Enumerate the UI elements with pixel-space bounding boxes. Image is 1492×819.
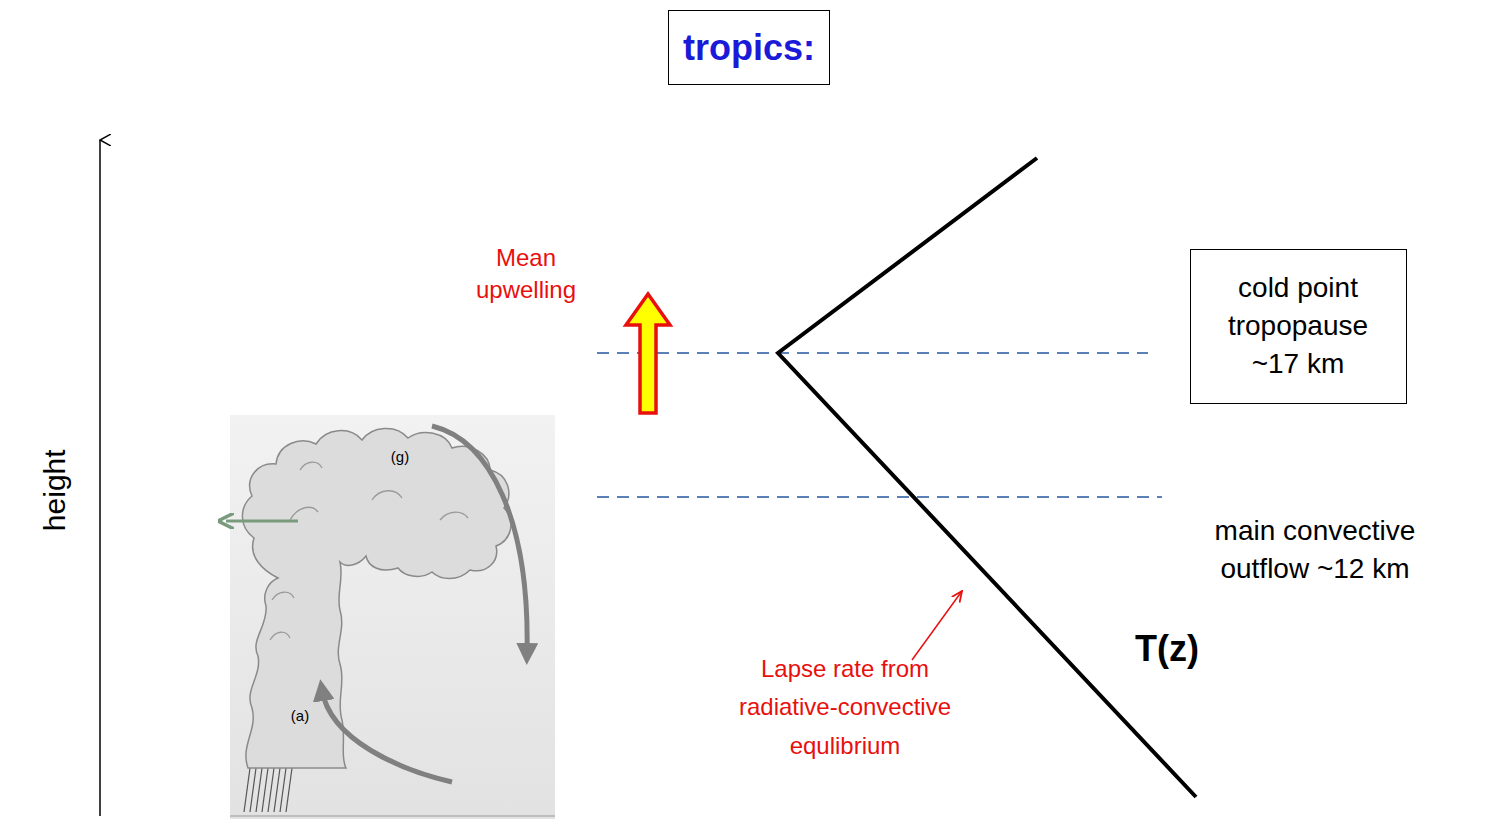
axis-label: height — [35, 420, 76, 560]
upwelling-arrow — [626, 294, 670, 413]
leader-line — [912, 591, 962, 660]
level-label: main convective outflow ~12 km — [1170, 512, 1460, 588]
convective-cloud — [226, 415, 555, 819]
upwelling-label: Mean upwelling — [446, 242, 606, 307]
profile-label: T(z) — [1112, 625, 1222, 674]
title: tropics: — [683, 27, 815, 69]
box-text: cold point tropopause ~17 km — [1203, 269, 1394, 382]
title-box: tropics: — [668, 10, 830, 85]
outflow-level — [597, 496, 1162, 498]
lapse-rate-note: Lapse rate from radiative-convective equ… — [720, 650, 970, 765]
cloud-stage-label: (a) — [280, 707, 320, 725]
height-axis — [99, 140, 101, 816]
tropopause-box: cold point tropopause ~17 km — [1190, 249, 1407, 404]
tropopause-level — [597, 352, 1148, 354]
cloud-stage-label: (g) — [380, 448, 420, 466]
